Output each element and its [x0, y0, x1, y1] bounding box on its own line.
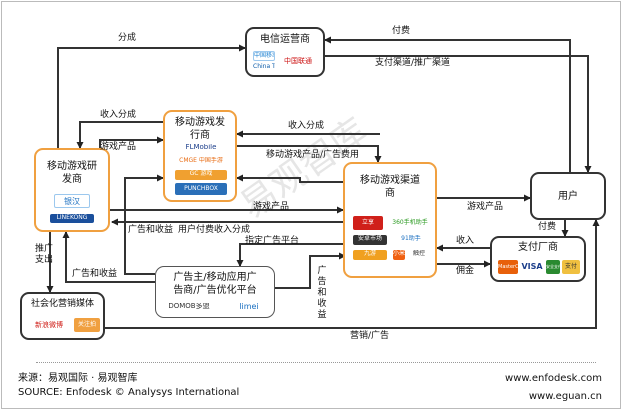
flmobile-logo: FLMobile — [185, 144, 217, 151]
edge-user-pay-telecom — [324, 36, 571, 172]
node-users: 用户 — [530, 172, 606, 220]
china-mobile-logo: 中国移动 — [253, 51, 275, 61]
jiuyou-logo: 九游 — [353, 250, 387, 260]
label-revenue-share-pub: 收入分成 — [100, 110, 137, 120]
node-developer-title-text: 移动游戏研发商 — [47, 161, 97, 185]
label-game-product-chan: 游戏产品 — [253, 202, 290, 212]
label-game-product-user: 游戏产品 — [467, 202, 504, 212]
footer-source-cn: 来源：易观国际 · 易观智库 — [18, 373, 138, 384]
node-social-media: 社会化营销媒体 新浪微博 关注拍 — [20, 292, 105, 340]
domob-logo: DOMOB多盟 — [168, 303, 210, 310]
yinhan-logo: 银汉 — [54, 194, 90, 208]
label-promote-expense: 推广支出 — [34, 244, 53, 265]
label-pay-telecom: 付费 — [392, 26, 411, 36]
label-ads-revenue: 广告和收益 — [128, 225, 174, 235]
mastercard-logo: MasterCard — [498, 260, 518, 274]
node-channel-title-text: 移动游戏渠道商 — [360, 175, 420, 199]
label-user-pay: 付费 — [538, 222, 557, 232]
lenovo-logo: 立享 — [353, 216, 383, 230]
label-income: 收入 — [456, 236, 475, 246]
edge-ads-revenue-vertical — [275, 252, 346, 289]
node-social-media-title: 社会化营销媒体 — [30, 299, 94, 309]
limei-logo: limei — [239, 303, 259, 311]
footer-url-enfodesk[interactable]: www.enfodesk.com — [505, 373, 602, 384]
edge-marketing-ads — [105, 219, 600, 329]
edge-ads-revenue-publisher — [124, 174, 164, 275]
edge-game-product-channel — [236, 174, 343, 183]
label-split: 分成 — [118, 33, 137, 43]
node-publisher-title-text: 移动游戏发行商 — [175, 117, 225, 141]
edge-revenue-share-publisher — [76, 121, 163, 149]
node-developer: 移动游戏研发商 银汉 LINEKONG — [34, 148, 110, 232]
ireader-logo: 91助手 — [401, 235, 421, 242]
node-users-title: 用户 — [558, 191, 578, 202]
node-telecom-title: 电信运营商 — [260, 34, 310, 45]
label-pay-channel: 支付渠道/推广渠道 — [375, 58, 451, 68]
paygold-logo: 支付 — [562, 260, 580, 274]
node-channel-title: 移动游戏渠道商 — [345, 174, 435, 200]
edge-pay-channel — [325, 55, 592, 173]
chumao-logo: 触控 — [412, 250, 425, 257]
label-designated-platform: 指定广告平台 — [245, 236, 300, 246]
node-telecom: 电信运营商 中国移动 China Telecom 中国联通 — [245, 27, 325, 77]
node-publisher-title: 移动游戏发行商 — [165, 116, 235, 142]
node-channel: 移动游戏渠道商 立享 360手机助手 安卓市场 91助手 九游 小米 触控 — [343, 162, 437, 278]
footer-source-en: SOURCE: Enfodesk © Analysys Internationa… — [18, 387, 240, 398]
punchbox-logo: PUNCHBOX — [175, 183, 227, 195]
linekong-logo: LINEKONG — [50, 214, 94, 223]
label-marketing-ads: 营销/广告 — [350, 331, 390, 341]
label-game-product-pub: 游戏产品 — [100, 142, 137, 152]
footer-url-eguan[interactable]: www.eguan.cn — [528, 391, 602, 402]
shield-logo: 安全支付 — [546, 260, 560, 274]
label-revenue-share-chan: 收入分成 — [288, 121, 325, 131]
node-ad-platform: 广告主/移动应用广告商/广告优化平台 DOMOB多盟 limei — [155, 266, 275, 318]
label-ads-revenue-low: 广告和收益 — [72, 269, 118, 279]
node-ad-platform-title: 广告主/移动应用广告商/广告优化平台 — [156, 271, 274, 297]
n360-logo: 360手机助手 — [392, 219, 428, 226]
label-products-ad-fees: 移动游戏产品/广告费用 — [266, 150, 360, 160]
shipai-logo: 关注拍 — [74, 318, 100, 332]
edge-designated-platform — [236, 243, 343, 267]
label-ads-revenue-vertical: 广告和收益 — [317, 266, 327, 320]
node-developer-title: 移动游戏研发商 — [36, 160, 108, 186]
cmge-logo: CMGE 中国手游 — [179, 157, 223, 164]
label-user-fee-share: 用户付费收入分成 — [178, 225, 251, 235]
node-payment: 支付厂商 MasterCard VISA 安全支付 支付 — [490, 236, 586, 282]
node-payment-title: 支付厂商 — [518, 242, 558, 253]
label-commission: 佣金 — [456, 266, 475, 276]
edge-split-to-developer — [57, 44, 246, 150]
weibo-logo: 新浪微博 — [35, 321, 63, 329]
node-ad-platform-title-text: 广告主/移动应用广告商/广告优化平台 — [173, 272, 257, 296]
anzhuo-logo: 安卓市场 — [353, 235, 387, 245]
edge-products-ad-fees — [237, 145, 382, 163]
gamegc-logo: GC 游戏 — [175, 170, 227, 180]
node-publisher: 移动游戏发行商 FLMobile CMGE 中国手游 GC 游戏 PUNCHBO… — [163, 110, 237, 202]
china-telecom-logo: China Telecom — [253, 63, 275, 70]
footer-divider — [36, 362, 596, 363]
edge-ads-revenue-low — [62, 231, 155, 283]
xiaomi-logo: 小米 — [393, 250, 405, 260]
edge-game-product-publisher — [99, 136, 164, 150]
visa-logo: VISA — [521, 262, 543, 271]
china-unicom-logo: 中国联通 — [284, 57, 312, 65]
